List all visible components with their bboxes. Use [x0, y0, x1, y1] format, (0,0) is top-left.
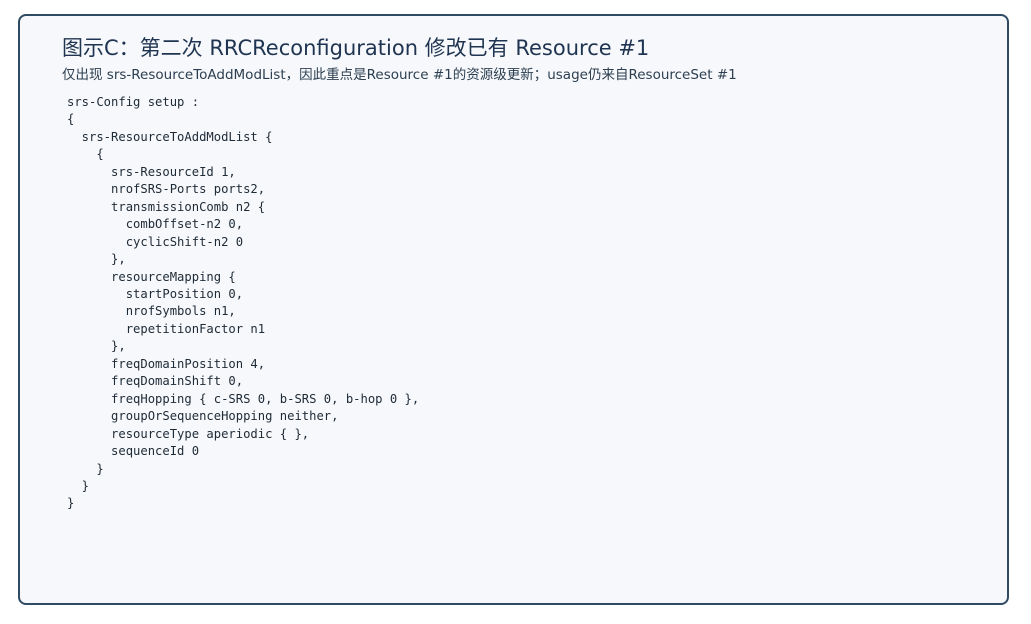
figure-subtitle: 仅出现 srs-ResourceToAddModList，因此重点是Resour…: [62, 67, 737, 83]
asn1-code-block: srs-Config setup : { srs-ResourceToAddMo…: [67, 95, 420, 511]
figure-title: 图示C：第二次 RRCReconfiguration 修改已有 Resource…: [62, 36, 650, 60]
figure-panel: 图示C：第二次 RRCReconfiguration 修改已有 Resource…: [18, 14, 1009, 605]
